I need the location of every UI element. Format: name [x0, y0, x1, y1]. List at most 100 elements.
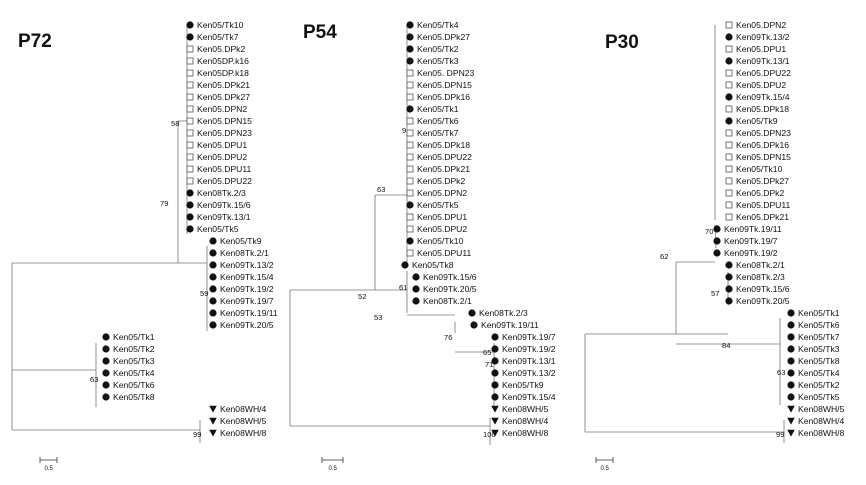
leaf-label: Ken05.DPk18	[417, 140, 470, 150]
leaf-marker-square-8	[186, 117, 194, 125]
leaf-label: Ken05.DPk2	[417, 176, 465, 186]
bootstrap-value: 99	[776, 430, 784, 439]
leaf-label: Ken05.DPk2	[197, 44, 245, 54]
scale-bar-label: 0.5	[329, 466, 338, 472]
bootstrap-value: 61	[399, 283, 407, 292]
leaf-marker-circle-6	[725, 93, 733, 101]
leaf-p30-3: Ken09Tk.13/1	[725, 56, 790, 66]
leaf-p54-0: Ken05/Tk4	[406, 20, 459, 30]
leaf-p54-25: Ken09Tk.19/11	[470, 320, 539, 330]
leaf-p54-1: Ken05.DPk27	[406, 32, 470, 42]
leaf-label: Ken05/Tk2	[798, 380, 840, 390]
bootstrap-value: 59	[200, 289, 208, 298]
leaf-p54-16: Ken05.DPU1	[406, 212, 467, 222]
leaf-label: Ken05.DPN15	[197, 116, 252, 126]
leaf-label: Ken05/Tk5	[417, 200, 459, 210]
leaf-marker-square-17	[406, 225, 414, 233]
leaf-label: Ken05.DPk21	[417, 164, 470, 174]
leaf-p72-3: Ken05DP.k16	[186, 56, 249, 66]
leaf-label: Ken09Tk.13/2	[502, 368, 556, 378]
leaf-marker-square-12	[406, 165, 414, 173]
leaf-label: Ken05.DPU1	[417, 212, 467, 222]
leaf-marker-circle-31	[102, 393, 110, 401]
leaf-label: Ken05.DPN15	[417, 80, 472, 90]
leaf-p30-13: Ken05.DPk27	[725, 176, 789, 186]
leaf-marker-square-5	[725, 81, 733, 89]
leaf-marker-square-11	[406, 153, 414, 161]
leaf-marker-circle-15	[406, 201, 414, 209]
leaf-marker-circle-27	[491, 345, 499, 353]
leaf-marker-square-10	[186, 141, 194, 149]
leaf-marker-square-11	[186, 153, 194, 161]
leaf-label: Ken09Tk.19/2	[220, 284, 274, 294]
leaf-marker-square-16	[406, 213, 414, 221]
leaf-label: Ken05.DPk27	[736, 176, 789, 186]
leaf-label: Ken05/Tk5	[798, 392, 840, 402]
leaf-marker-circle-7	[406, 105, 414, 113]
leaf-marker-circle-29	[787, 369, 795, 377]
leaf-p54-28: Ken09Tk.13/1	[491, 356, 556, 366]
leaf-marker-circle-20	[209, 261, 217, 269]
leaf-marker-circle-27	[787, 345, 795, 353]
leaf-marker-square-4	[186, 69, 194, 77]
leaf-p72-31: Ken05/Tk8	[102, 392, 155, 402]
leaf-p30-11: Ken05.DPN15	[725, 152, 791, 162]
leaf-label: Ken09Tk.13/1	[736, 56, 790, 66]
leaf-p54-24: Ken08Tk.2/3	[468, 308, 528, 318]
leaf-p72-13: Ken05.DPU22	[186, 176, 252, 186]
leaf-p30-8: Ken05/Tk9	[725, 116, 778, 126]
leaf-label: Ken05/Tk10	[417, 236, 464, 246]
leaf-p30-17: Ken09Tk.19/11	[713, 224, 782, 234]
leaf-p30-28: Ken05/Tk8	[787, 356, 840, 366]
leaf-marker-square-15	[725, 201, 733, 209]
leaf-marker-square-2	[725, 45, 733, 53]
leaf-label: Ken08WH/4	[798, 416, 845, 426]
leaf-marker-circle-26	[102, 333, 110, 341]
leaf-p30-10: Ken05.DPk16	[725, 140, 789, 150]
leaf-marker-circle-18	[406, 237, 414, 245]
leaf-marker-square-0	[725, 21, 733, 29]
leaf-marker-circle-14	[186, 189, 194, 197]
leaf-label: Ken05.DPN2	[417, 188, 467, 198]
leaf-p54-13: Ken05.DPk2	[406, 176, 465, 186]
leaf-marker-circle-3	[406, 57, 414, 65]
leaf-marker-triangle-32	[209, 405, 217, 413]
leaf-label: Ken09Tk.19/2	[724, 248, 778, 258]
leaf-label: Ken05.DPk21	[736, 212, 789, 222]
leaf-p54-6: Ken05.DPk16	[406, 92, 470, 102]
leaf-label: Ken05.DPk2	[736, 188, 784, 198]
leaf-p30-32: Ken08WH/5	[787, 404, 845, 414]
leaf-p54-32: Ken08WH/5	[491, 404, 549, 414]
leaf-p72-23: Ken09Tk.19/7	[209, 296, 274, 306]
leaf-marker-circle-25	[209, 321, 217, 329]
leaf-marker-circle-22	[412, 285, 420, 293]
panel-title-p30: P30	[605, 32, 639, 53]
leaf-p30-12: Ken05/Tk10	[725, 164, 783, 174]
leaf-label: Ken08WH/8	[798, 428, 845, 438]
leaf-p72-12: Ken05.DPU11	[186, 164, 252, 174]
leaf-p54-2: Ken05/Tk2	[406, 44, 459, 54]
leaf-p72-10: Ken05.DPU1	[186, 140, 247, 150]
leaf-marker-square-6	[186, 93, 194, 101]
leaf-marker-circle-24	[787, 309, 795, 317]
leaf-p72-27: Ken05/Tk2	[102, 344, 155, 354]
leaf-marker-square-9	[725, 129, 733, 137]
leaf-label: Ken05.DPN23	[197, 128, 252, 138]
leaf-label: Ken05/Tk3	[113, 356, 155, 366]
leaf-label: Ken09Tk.15/4	[736, 92, 790, 102]
leaf-marker-triangle-34	[209, 429, 217, 437]
leaf-label: Ken05/Tk3	[417, 56, 459, 66]
leaf-p72-14: Ken08Tk.2/3	[186, 188, 246, 198]
leaf-marker-circle-26	[787, 333, 795, 341]
leaf-p30-25: Ken05/Tk6	[787, 320, 840, 330]
leaf-p72-32: Ken08WH/4	[209, 404, 267, 414]
leaf-marker-square-7	[186, 105, 194, 113]
leaf-marker-square-12	[725, 165, 733, 173]
leaf-p54-3: Ken05/Tk3	[406, 56, 459, 66]
leaf-p72-34: Ken08WH/8	[209, 428, 267, 438]
leaf-marker-square-11	[725, 153, 733, 161]
bootstrap-value: 63	[377, 185, 385, 194]
leaf-marker-square-7	[725, 105, 733, 113]
